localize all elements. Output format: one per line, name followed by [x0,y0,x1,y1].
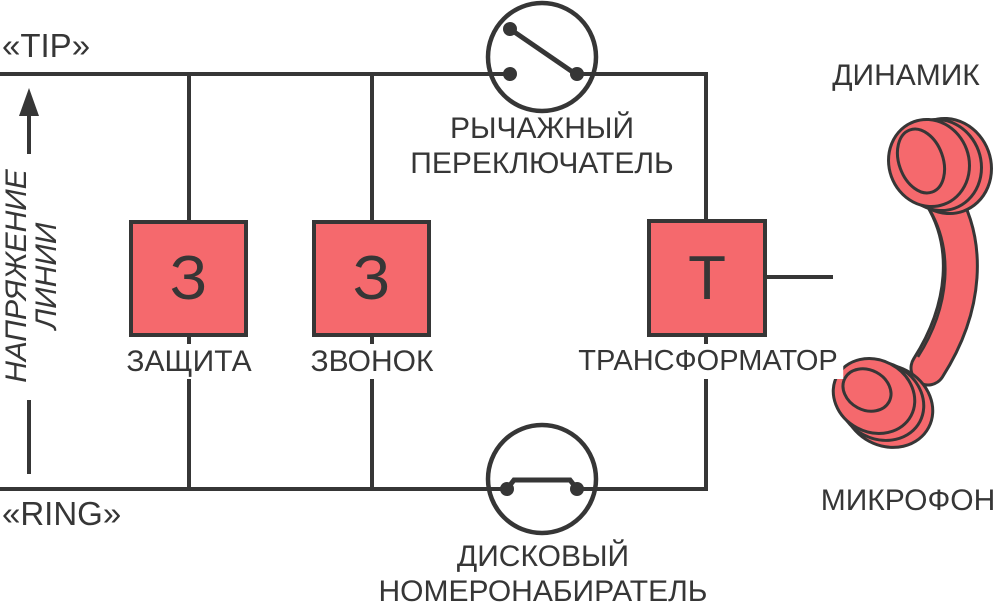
transformer-block-symbol: Т [688,243,726,313]
hook-contact-left [503,67,517,81]
speaker-label: ДИНАМИК [832,59,980,92]
hook-switch-label: РЫЧАЖНЫЙ ПЕРЕКЛЮЧАТЕЛЬ [410,111,673,181]
bell-block-symbol: З [352,244,391,313]
hook-switch-arm [508,26,579,78]
handset-speaker-cup [887,116,993,216]
handset-handle [909,177,979,387]
bell-block [312,220,431,337]
transformer-block [647,219,767,337]
protection-block-symbol: З [169,244,208,313]
hook-switch-label-line1: РЫЧАЖНЫЙ [449,112,635,145]
hook-switch-circle-icon [485,0,599,114]
line-voltage-label-line1: НАПРЯЖЕНИЕ [0,169,33,383]
ring-terminal-label: «RING» [2,495,122,532]
handset-illustration [831,116,993,449]
wires [0,72,833,491]
protection-block [129,220,248,337]
microphone-label: МИКРОФОН [820,484,996,517]
dial-switch-label-line2: НОМЕРОНАБИРАТЕЛЬ [378,575,708,605]
hook-contact-right [570,67,584,81]
dial-switch-label-line1: ДИСКОВЫЙ [456,540,630,573]
dial-switch-symbol [500,477,584,496]
bell-block-label: ЗВОНОК [305,344,439,379]
hook-switch-label-line2: ПЕРЕКЛЮЧАТЕЛЬ [410,147,674,180]
protection-block-label: ЗАЩИТА [121,344,257,379]
dial-contact-left [500,482,514,496]
hook-contact-upper [503,22,517,36]
tip-terminal-label: «TIP» [2,27,91,64]
handset-microphone-cup [831,357,935,449]
dial-switch-label: ДИСКОВЫЙ НОМЕРОНАБИРАТЕЛЬ [379,539,708,605]
arrow-up-icon [19,88,39,116]
line-voltage-label-line2: ЛИНИИ [30,222,63,330]
line-voltage-arrow [19,88,39,474]
hook-switch-symbol [503,22,584,81]
transformer-block-label: ТРАНСФОРМАТОР [573,344,843,379]
dial-contact-right [570,482,584,496]
line-voltage-label: НАПРЯЖЕНИЕ ЛИНИИ [0,146,63,406]
